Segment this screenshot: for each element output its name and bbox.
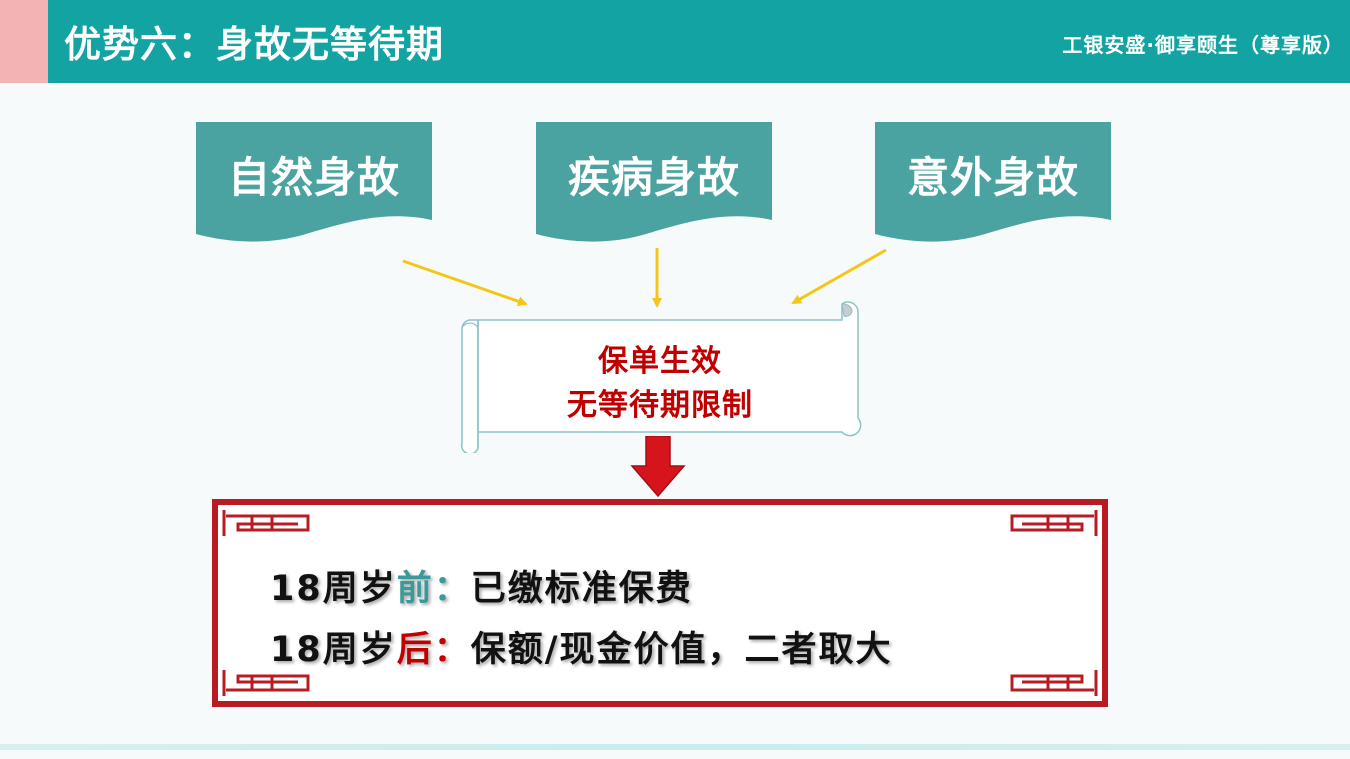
rule-colon: ： <box>433 630 471 670</box>
policy-scroll: 保单生效 无等待期限制 <box>458 298 862 453</box>
rule-text: 已缴标准保费 <box>470 569 693 609</box>
banner-illness-death: 疾病身故 <box>536 122 772 246</box>
product-name: 工银安盛·御享颐生（尊享版） <box>1062 33 1344 57</box>
rule-prefix: 18周岁 <box>270 630 397 670</box>
arrow-right <box>791 248 887 305</box>
banner-natural-death: 自然身故 <box>196 122 432 246</box>
rule-text: 保额/现金价值，二者取大 <box>470 630 893 670</box>
header-accent <box>0 0 48 83</box>
banner-label: 疾病身故 <box>567 153 740 202</box>
scroll-line-1: 保单生效 <box>598 344 722 379</box>
rule-before-18: 18周岁前：已缴标准保费 <box>270 560 693 611</box>
down-arrow <box>630 436 686 498</box>
rule-highlight: 前 <box>396 569 434 609</box>
decorative-frame <box>212 499 1108 707</box>
rule-prefix: 18周岁 <box>270 569 397 609</box>
scroll-line-2: 无等待期限制 <box>567 388 753 423</box>
page-title: 优势六：身故无等待期 <box>64 23 444 66</box>
banner-label: 意外身故 <box>906 153 1079 202</box>
rule-after-18: 18周岁后：保额/现金价值，二者取大 <box>270 621 893 672</box>
header-bar <box>0 0 1350 83</box>
banner-accident-death: 意外身故 <box>875 122 1111 246</box>
arrow-left <box>402 259 528 307</box>
banner-label: 自然身故 <box>227 153 400 202</box>
rule-highlight: 后 <box>396 630 434 670</box>
bottom-strip <box>0 744 1350 750</box>
rule-colon: ： <box>433 569 471 609</box>
